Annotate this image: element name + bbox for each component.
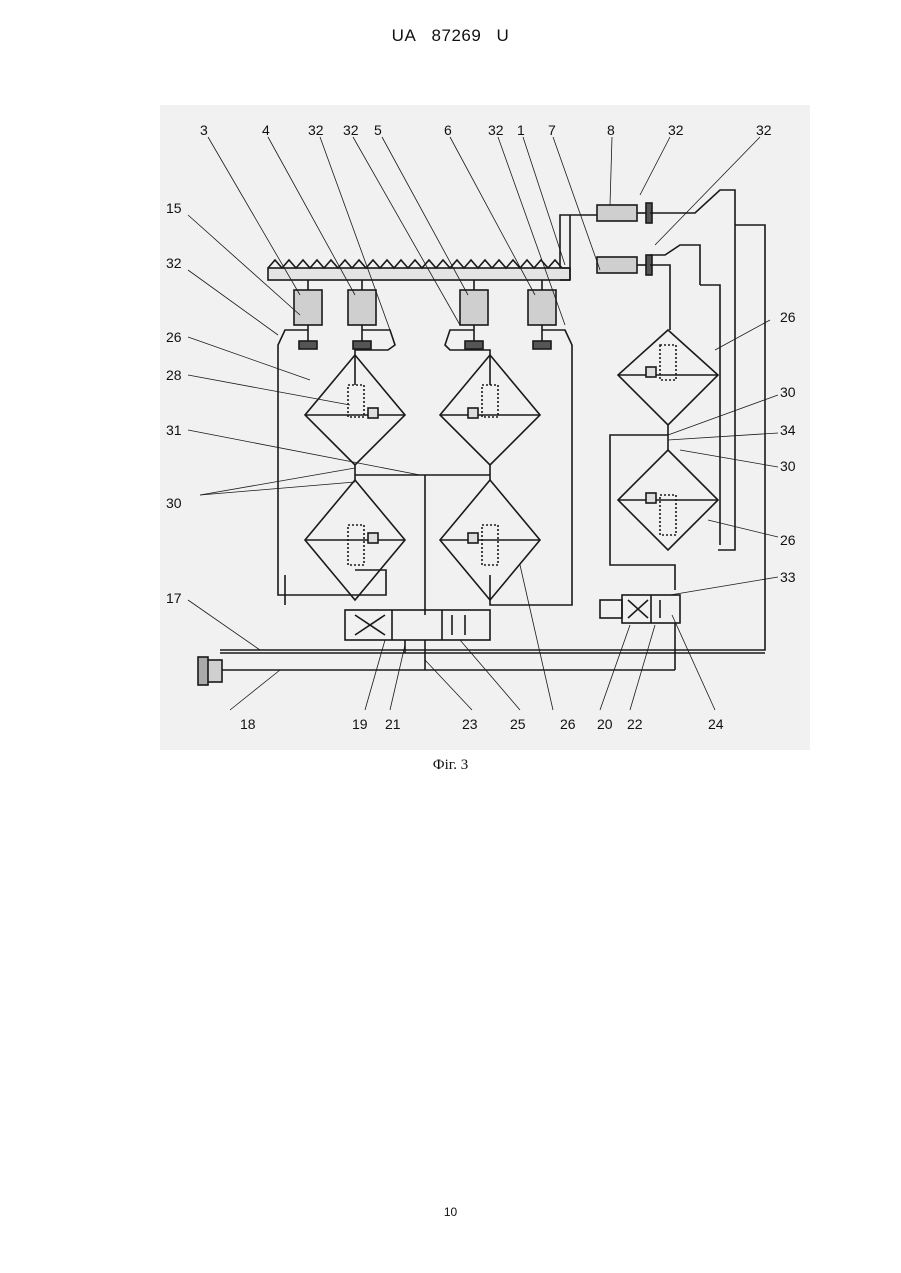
label-15: 15 [166, 200, 182, 216]
pump-unit [198, 657, 222, 685]
label-32-e: 32 [756, 122, 772, 138]
label-32-a: 32 [308, 122, 324, 138]
label-5: 5 [374, 122, 382, 138]
label-30-c: 30 [780, 458, 796, 474]
page-number: 10 [0, 1205, 901, 1219]
header-kind: U [497, 26, 510, 45]
label-33: 33 [780, 569, 796, 585]
label-32-f: 32 [166, 255, 182, 271]
label-18: 18 [240, 716, 256, 732]
hydraulic-scheme-drawing: 3 4 32 32 5 6 32 1 7 8 32 32 15 32 26 28… [160, 105, 810, 750]
label-32-c: 32 [488, 122, 504, 138]
label-26-a: 26 [166, 329, 182, 345]
label-24: 24 [708, 716, 724, 732]
label-30-a: 30 [166, 495, 182, 511]
label-28: 28 [166, 367, 182, 383]
label-21: 21 [385, 716, 401, 732]
figure-caption: Фіг. 3 [0, 757, 901, 774]
label-3: 3 [200, 122, 208, 138]
header-number: 87269 [432, 26, 482, 45]
patent-header: UA 87269 U [0, 26, 901, 46]
label-26-b: 26 [780, 309, 796, 325]
label-30-b: 30 [780, 384, 796, 400]
label-4: 4 [262, 122, 270, 138]
header-country: UA [392, 26, 417, 45]
label-20: 20 [597, 716, 613, 732]
label-31: 31 [166, 422, 182, 438]
label-1: 1 [517, 122, 525, 138]
label-26-d: 26 [560, 716, 576, 732]
label-22: 22 [627, 716, 643, 732]
label-32-d: 32 [668, 122, 684, 138]
label-7: 7 [548, 122, 556, 138]
hydraulic-scheme-figure: 3 4 32 32 5 6 32 1 7 8 32 32 15 32 26 28… [160, 105, 810, 750]
label-34: 34 [780, 422, 796, 438]
label-8: 8 [607, 122, 615, 138]
label-17: 17 [166, 590, 182, 606]
label-26-c: 26 [780, 532, 796, 548]
label-25: 25 [510, 716, 526, 732]
label-23: 23 [462, 716, 478, 732]
label-32-b: 32 [343, 122, 359, 138]
label-19: 19 [352, 716, 368, 732]
label-6: 6 [444, 122, 452, 138]
